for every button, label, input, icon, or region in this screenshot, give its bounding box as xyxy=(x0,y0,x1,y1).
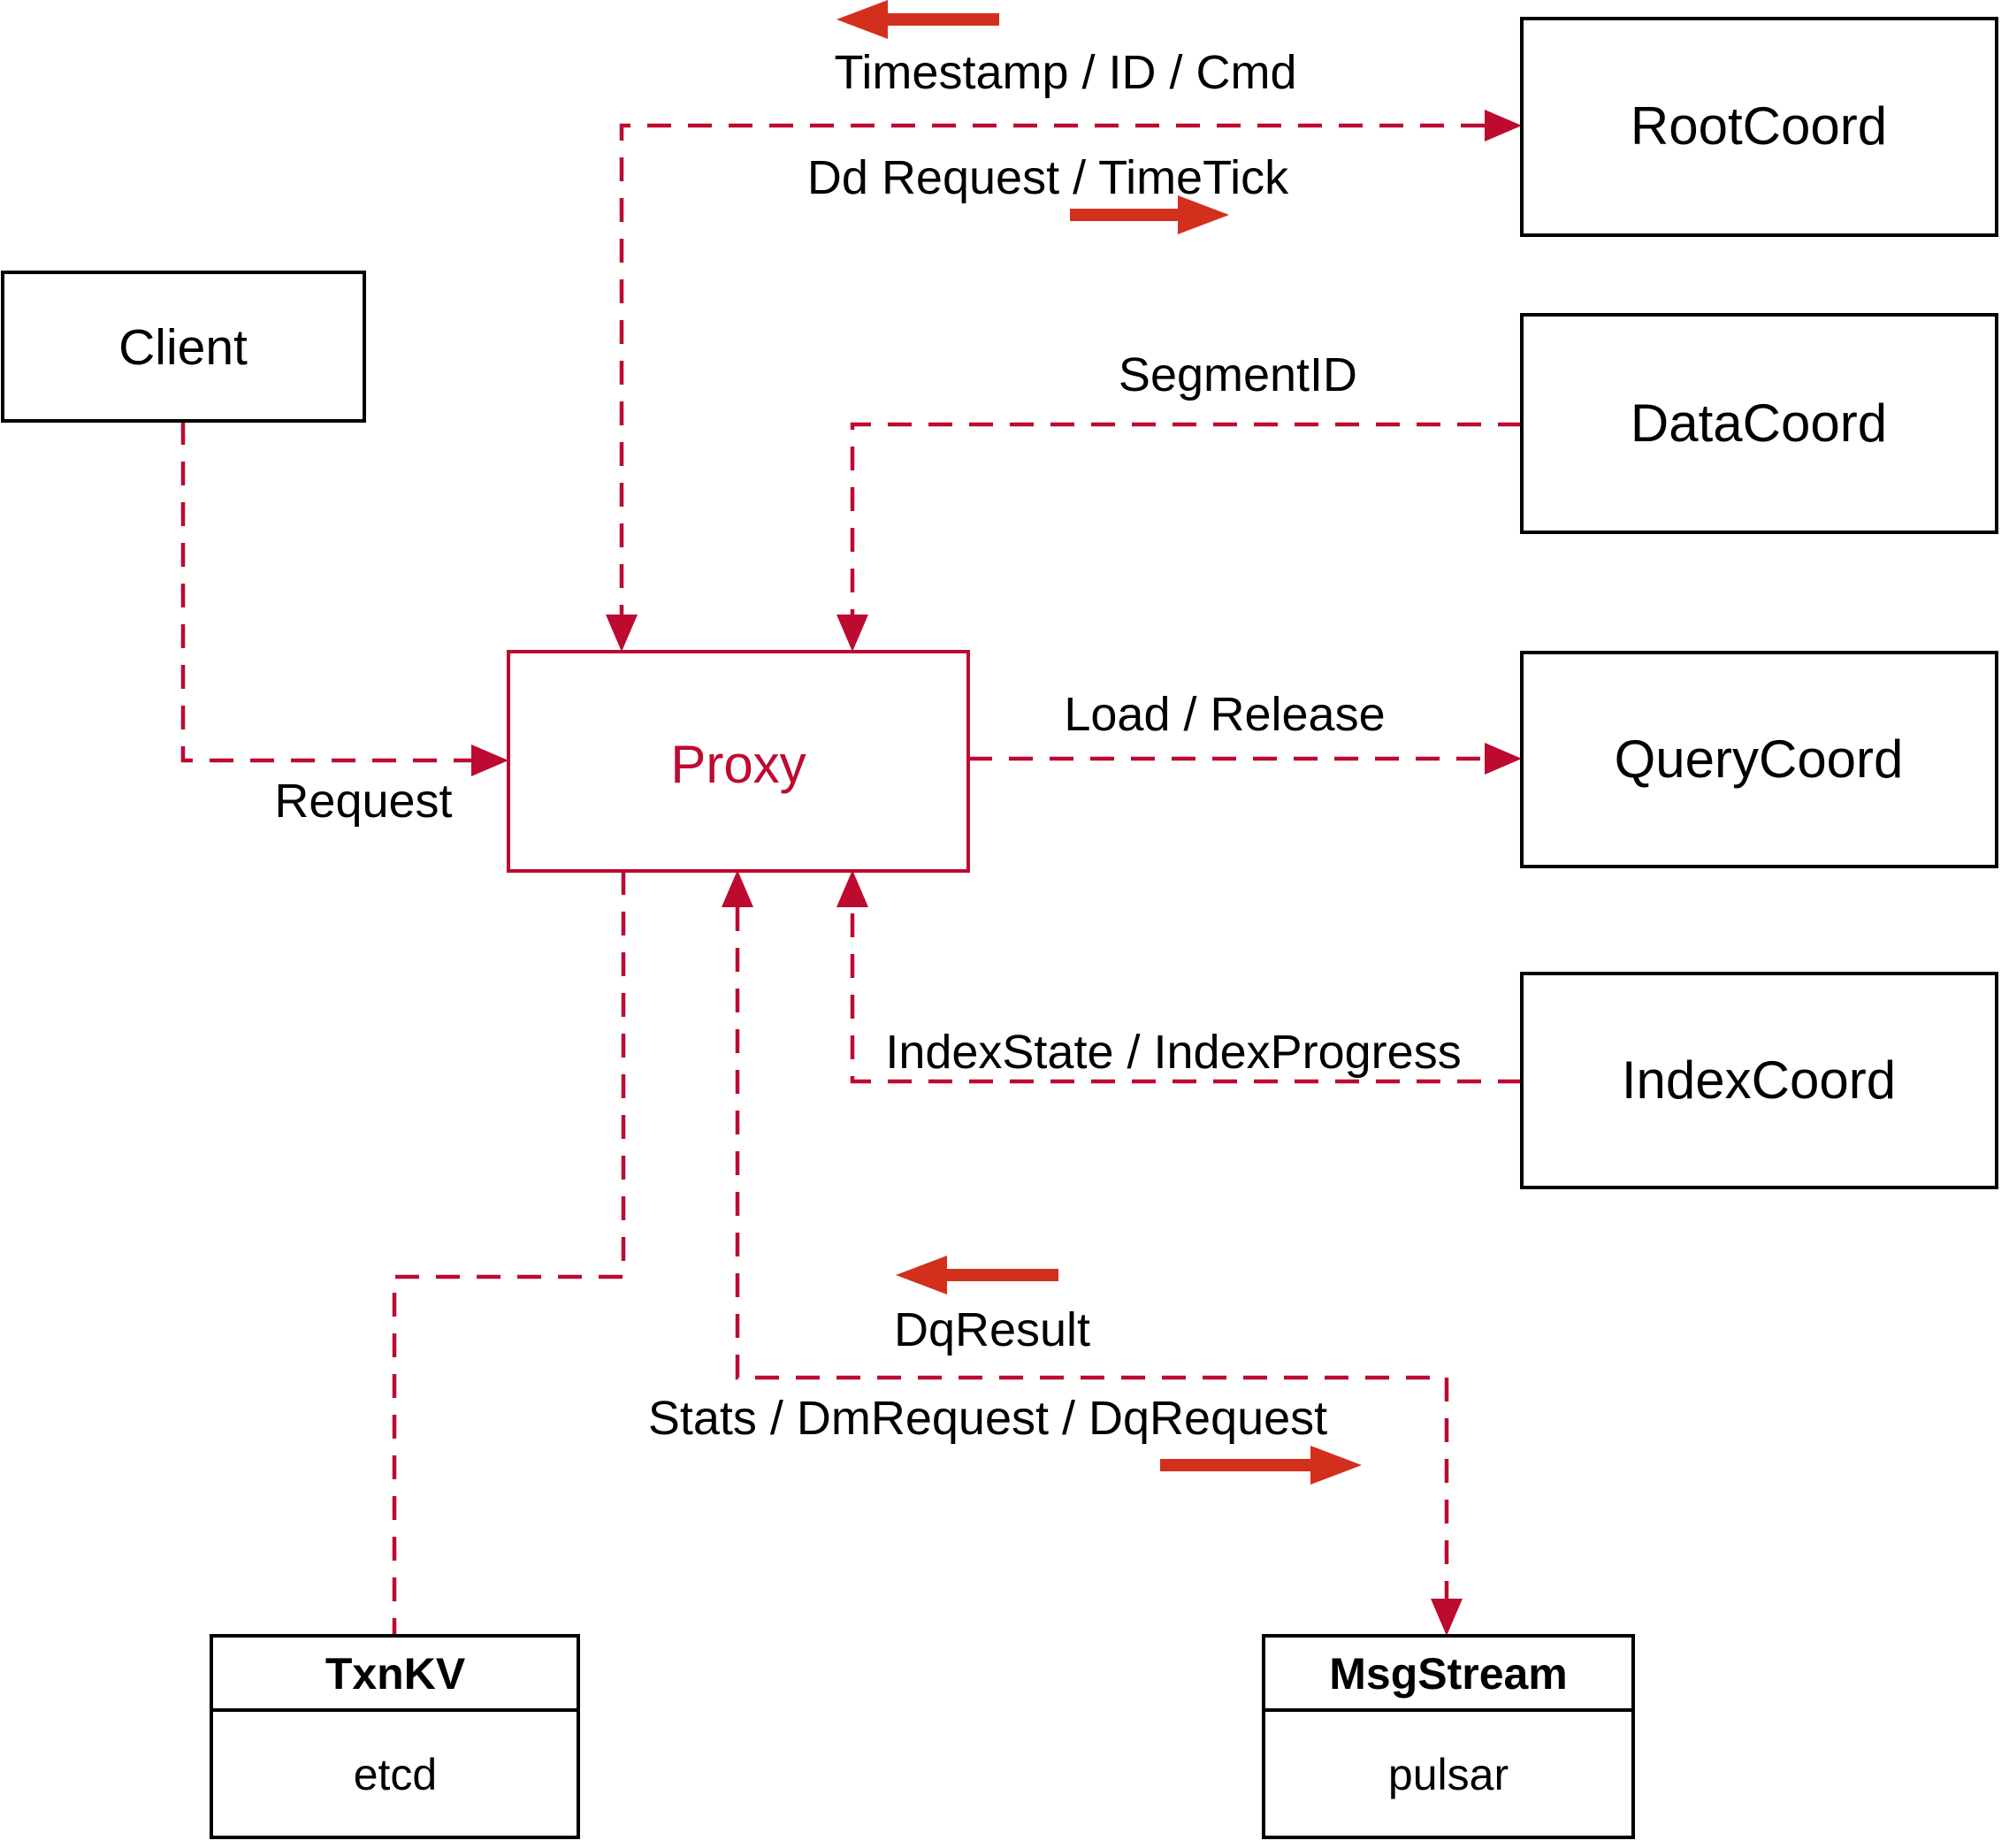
querycoord-label: QueryCoord xyxy=(1615,729,1904,789)
edge-label-load-release: Load / Release xyxy=(1064,688,1385,741)
edge-timestamp-line xyxy=(619,123,1485,615)
msgstream-title: MsgStream xyxy=(1329,1649,1568,1699)
arrowhead-down-icon xyxy=(606,615,638,652)
node-client: Client xyxy=(1,271,366,423)
querycoord-box xyxy=(1520,651,1998,868)
arrow-left-icon xyxy=(896,1256,1058,1294)
rootcoord-box xyxy=(1520,17,1998,237)
edge-segmentid-line xyxy=(850,422,1522,615)
arrowhead-right-icon xyxy=(1485,743,1522,775)
txnkv-title: TxnKV xyxy=(325,1649,466,1699)
arrowhead-down-icon xyxy=(836,615,868,652)
edge-client-to-proxy xyxy=(180,421,508,776)
node-datacoord: DataCoord xyxy=(1520,313,1998,534)
edge-label-dqresult: DqResult xyxy=(894,1303,1090,1356)
proxy-box xyxy=(507,650,970,873)
edge-indexstate-line xyxy=(850,907,1522,1084)
edge-request-line xyxy=(180,421,471,763)
client-label: Client xyxy=(118,319,248,376)
edge-label-stats: Stats / DmRequest / DqRequest xyxy=(648,1392,1327,1445)
node-proxy: Proxy xyxy=(507,650,970,873)
txnkv-impl: etcd xyxy=(354,1750,438,1799)
edge-label-dd-request: Dd Request / TimeTick xyxy=(807,151,1289,204)
edge-datacoord-to-proxy xyxy=(836,422,1522,652)
edge-proxy-rootcoord xyxy=(606,110,1522,652)
indexcoord-box xyxy=(1520,972,1998,1189)
rootcoord-label: RootCoord xyxy=(1631,96,1887,156)
arrow-right-icon xyxy=(1160,1446,1362,1485)
msgstream-box xyxy=(1262,1634,1635,1839)
edge-label-indexstate: IndexState / IndexProgress xyxy=(885,1026,1461,1079)
node-querycoord: QueryCoord xyxy=(1520,651,1998,868)
edge-label-segmentid: SegmentID xyxy=(1119,348,1357,401)
arrow-right-icon xyxy=(1070,195,1229,234)
edge-proxy-to-txnkv xyxy=(392,871,626,1636)
datacoord-box xyxy=(1520,313,1998,534)
arrowhead-down-icon xyxy=(1431,1599,1463,1636)
arrowhead-right-icon xyxy=(1485,110,1522,141)
edge-proxy-to-querycoord xyxy=(968,743,1522,775)
indexcoord-label: IndexCoord xyxy=(1622,1050,1896,1110)
node-txnkv: TxnKV etcd xyxy=(210,1634,580,1839)
edge-dq-stats-line xyxy=(735,907,1449,1599)
arrowhead-up-icon xyxy=(722,870,753,907)
arrowhead-up-icon xyxy=(836,870,868,907)
proxy-label: Proxy xyxy=(670,735,806,794)
client-box xyxy=(1,271,366,423)
datacoord-label: DataCoord xyxy=(1631,393,1887,453)
node-indexcoord: IndexCoord xyxy=(1520,972,1998,1189)
edge-label-timestamp: Timestamp / ID / Cmd xyxy=(834,46,1296,99)
arrow-left-icon xyxy=(836,0,999,39)
edge-proxy-msgstream xyxy=(722,870,1463,1636)
node-msgstream: MsgStream pulsar xyxy=(1262,1634,1635,1839)
edge-indexcoord-to-proxy xyxy=(836,870,1522,1084)
node-rootcoord: RootCoord xyxy=(1520,17,1998,237)
arrowhead-right-icon xyxy=(471,745,508,776)
edge-label-request: Request xyxy=(274,775,452,828)
edge-etcd-line xyxy=(392,871,626,1636)
msgstream-impl: pulsar xyxy=(1388,1750,1509,1799)
txnkv-box xyxy=(210,1634,580,1839)
